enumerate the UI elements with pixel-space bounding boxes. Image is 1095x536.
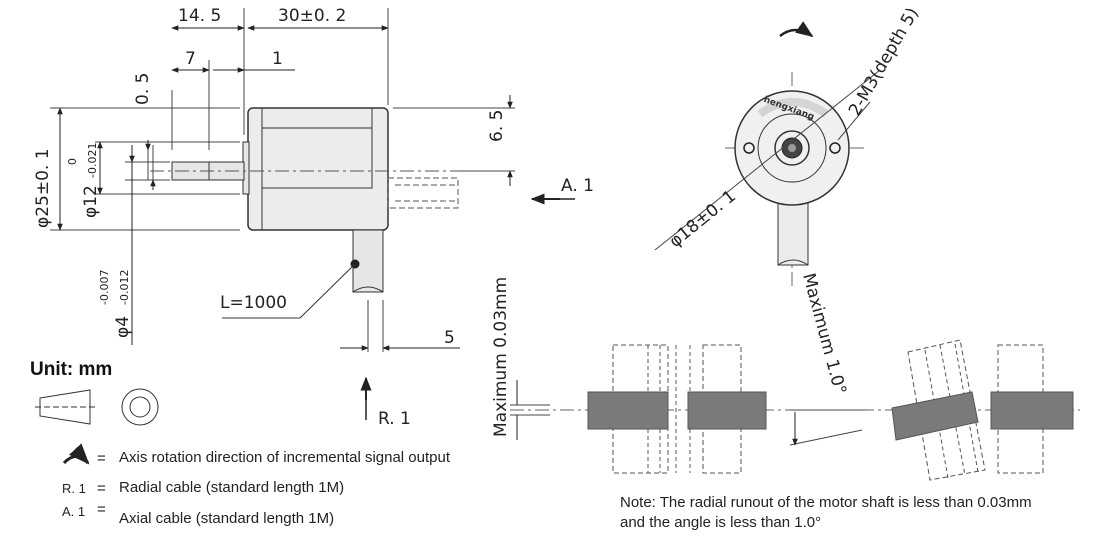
shaft-left-1 — [587, 391, 669, 430]
encoder-body — [247, 107, 389, 231]
tol-phi4-upper: -0.007 — [98, 270, 111, 305]
max-runout: Maximum 0.03mm — [491, 277, 511, 437]
dim-phi18: φ18±0. 1 — [666, 186, 740, 252]
dim-phi4: φ4 — [113, 316, 133, 338]
dim-30: 30±0. 2 — [278, 6, 346, 26]
projection-symbol — [35, 388, 159, 426]
tol-phi12-upper: 0 — [66, 158, 79, 165]
eq-1: = — [97, 450, 106, 467]
runout-diagrams — [510, 339, 1080, 481]
max-angle: Maximum 1.0° — [798, 271, 850, 397]
side-view — [50, 8, 575, 420]
r1-key: R. 1 — [62, 481, 86, 496]
dim-phi25: φ25±0. 1 — [33, 148, 53, 228]
dim-5: 5 — [444, 328, 455, 348]
dim-holes: 2-M3(depth 5) — [845, 4, 923, 119]
mount-hole-left — [743, 142, 755, 154]
dim-14-5: 14. 5 — [178, 6, 221, 26]
rotation-desc: Axis rotation direction of incremental s… — [119, 449, 451, 466]
eq-3: = — [97, 501, 106, 518]
rotation-arrow-icon — [779, 21, 814, 38]
shaft-right-1 — [687, 391, 767, 430]
shaft-right-2 — [990, 391, 1074, 430]
dim-7: 7 — [185, 49, 196, 69]
tol-phi4-lower: -0.012 — [118, 270, 131, 305]
r1-desc: Radial cable (standard length 1M) — [119, 479, 344, 496]
label-axial: A. 1 — [561, 176, 594, 196]
cable-length: L=1000 — [220, 293, 287, 313]
a1-desc: Axial cable (standard length 1M) — [119, 510, 334, 527]
note-line-1: Note: The radial runout of the motor sha… — [620, 494, 1032, 511]
front-view — [654, 21, 881, 290]
dim-0-5: 0. 5 — [133, 73, 153, 105]
mount-hole-right — [829, 142, 841, 154]
shaft-left-2 — [891, 391, 979, 441]
rotation-icon — [62, 443, 90, 465]
dim-1: 1 — [272, 49, 283, 69]
front-cable — [777, 194, 809, 266]
dim-phi12: φ12 — [81, 185, 101, 218]
axial-cable — [387, 177, 459, 209]
unit-label: Unit: mm — [30, 359, 112, 380]
note-line-2: and the angle is less than 1.0° — [620, 514, 821, 531]
a1-key: A. 1 — [62, 504, 85, 519]
eq-2: = — [97, 480, 106, 497]
tol-phi12-lower: -0.021 — [86, 143, 99, 178]
label-radial: R. 1 — [378, 409, 411, 429]
dim-6-5: 6. 5 — [487, 110, 507, 142]
